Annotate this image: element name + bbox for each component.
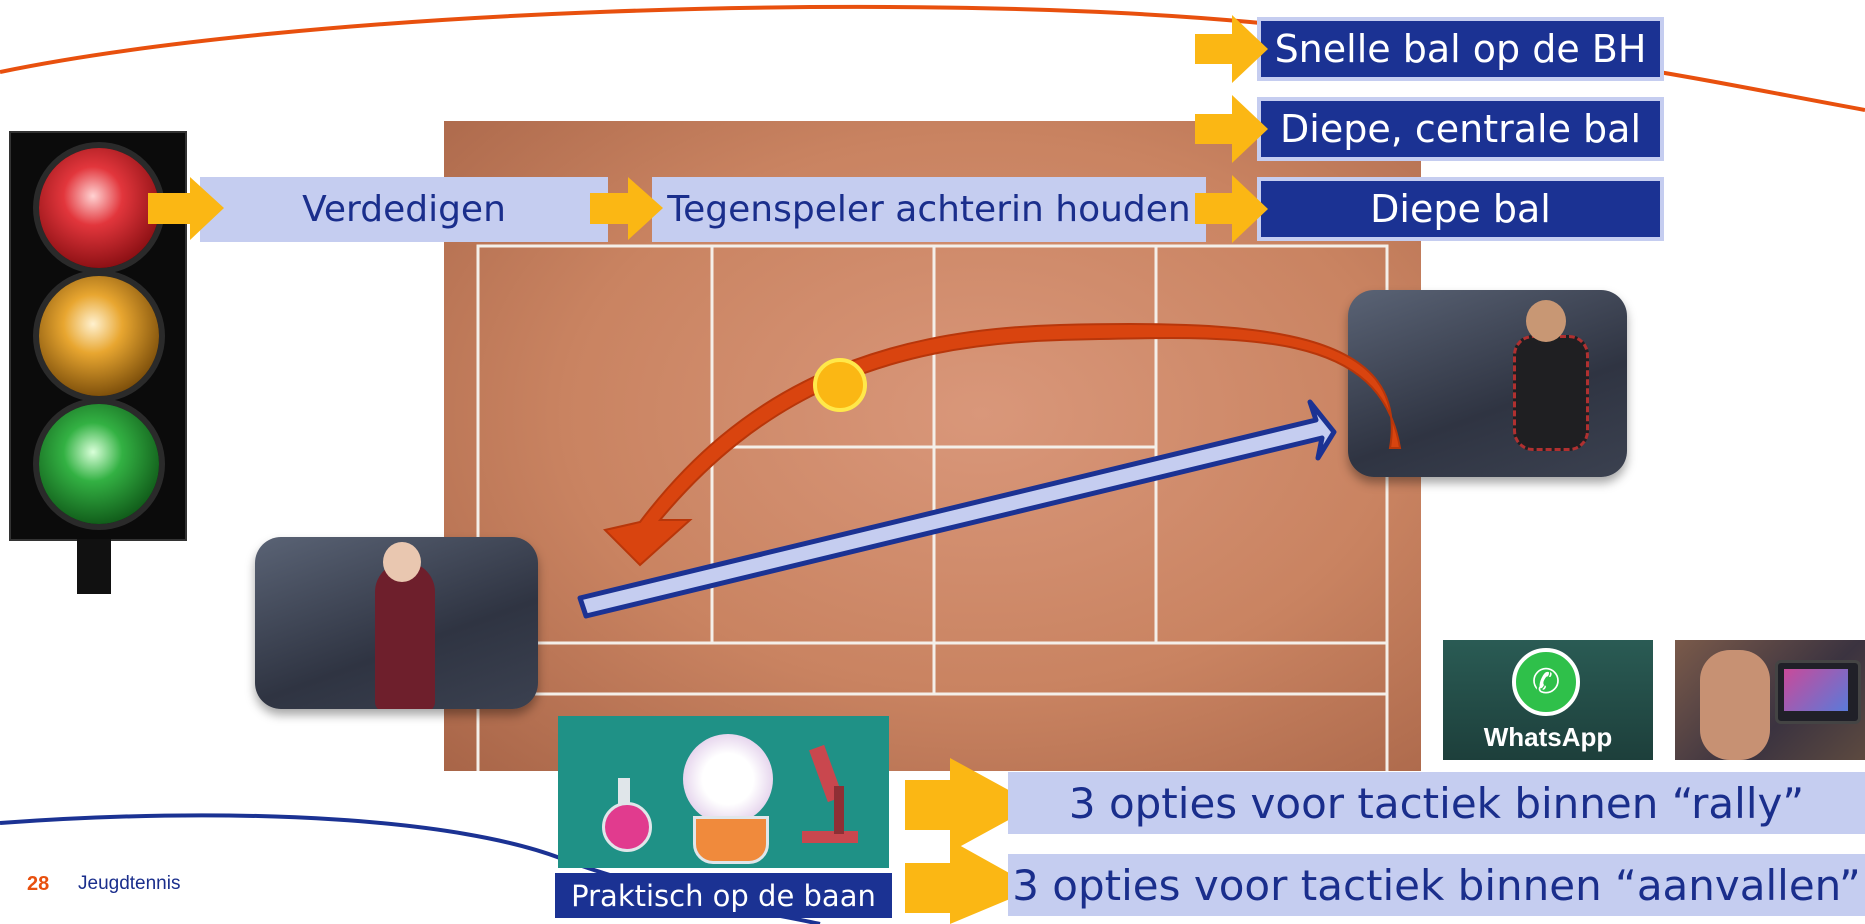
player-female-head	[383, 542, 421, 582]
orange-shot-arrow	[603, 323, 1402, 567]
smartphone-icon	[1775, 660, 1861, 724]
bottom-option-aanvallen-label: 3 opties voor tactiek binnen “aanvallen”	[1012, 860, 1861, 910]
lab-caption: Praktisch op de baan	[555, 873, 892, 918]
arrow-to-option-3	[1195, 175, 1268, 243]
step-tegenspeler: Tegenspeler achterin houden	[652, 177, 1206, 242]
whatsapp-icon: ✆	[1512, 648, 1580, 716]
step-verdedigen-label: Verdedigen	[302, 189, 506, 230]
traffic-light-green	[39, 404, 159, 524]
footer-text: Jeugdtennis	[78, 873, 181, 894]
blue-return-arrow	[577, 399, 1337, 619]
option-snelle-bal-label: Snelle bal op de BH	[1274, 27, 1647, 71]
arrow-verdedigen-to-tegenspeler	[590, 177, 663, 240]
option-diepe-centrale-label: Diepe, centrale bal	[1280, 107, 1641, 151]
option-diepe-bal: Diepe bal	[1257, 177, 1664, 241]
player-male-head	[1526, 300, 1566, 342]
step-verdedigen: Verdedigen	[200, 177, 608, 242]
player-male-figure	[1513, 335, 1589, 451]
bottom-option-rally: 3 opties voor tactiek binnen “rally”	[1008, 772, 1865, 834]
hand-icon	[1700, 650, 1770, 760]
bottom-option-rally-label: 3 opties voor tactiek binnen “rally”	[1068, 778, 1805, 828]
arrow-light-to-verdedigen	[148, 177, 224, 240]
tennis-ball	[813, 358, 867, 412]
beaker-icon	[693, 816, 769, 864]
player-photo-female	[255, 537, 538, 709]
whatsapp-label: WhatsApp	[1483, 722, 1613, 752]
flask-icon	[600, 778, 652, 852]
traffic-light-pole	[77, 539, 111, 594]
arrow-to-bottom-option-1	[905, 758, 1036, 852]
option-snelle-bal: Snelle bal op de BH	[1257, 17, 1664, 81]
arrow-to-option-1	[1195, 15, 1268, 83]
phone-photo-tile	[1675, 640, 1865, 760]
traffic-light-red	[39, 148, 159, 268]
option-diepe-bal-label: Diepe bal	[1370, 187, 1551, 231]
whatsapp-tile: ✆ WhatsApp	[1443, 640, 1653, 760]
lab-panel	[558, 716, 889, 868]
arrow-to-option-2	[1195, 95, 1268, 163]
arrow-to-bottom-option-2	[905, 840, 1036, 924]
player-female-figure	[375, 562, 435, 709]
bottom-option-aanvallen: 3 opties voor tactiek binnen “aanvallen”	[1008, 854, 1865, 916]
traffic-light-amber	[39, 276, 159, 396]
player-photo-male	[1348, 290, 1627, 477]
option-diepe-centrale: Diepe, centrale bal	[1257, 97, 1664, 161]
lab-caption-label: Praktisch op de baan	[571, 878, 876, 913]
explosion-icon	[683, 734, 773, 824]
page-number: 28	[27, 873, 50, 895]
traffic-light	[9, 131, 187, 541]
microscope-icon	[798, 744, 858, 846]
orange-curve	[0, 4, 1865, 112]
step-tegenspeler-label: Tegenspeler achterin houden	[667, 189, 1191, 230]
